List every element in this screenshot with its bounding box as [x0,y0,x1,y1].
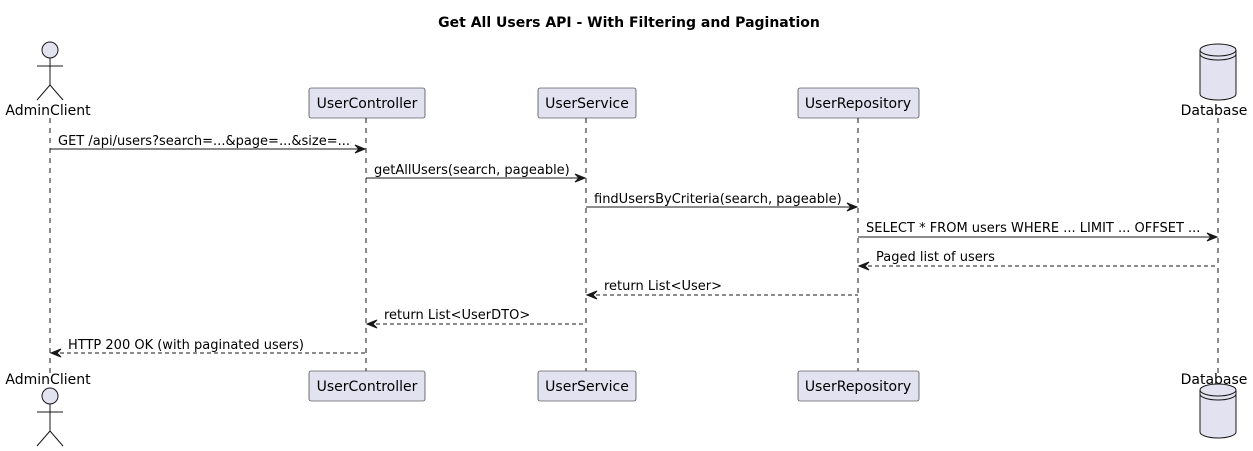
messages: GET /api/users?search=...&page=...&size=… [49,134,1219,358]
message-label: getAllUsers(search, pageable) [374,163,570,178]
arrow-left-icon [49,348,62,358]
participant-box [308,87,426,119]
message-4: SELECT * FROM users WHERE ... LIMIT ... … [858,221,1219,242]
database-bottom: Database [1181,372,1248,439]
actor-adminclient-top: AdminClient [5,41,91,119]
participant-userrepository-top: UserRepository [797,87,920,119]
participant-label-userrepository: UserRepository [805,96,911,112]
arrow-left-icon [365,319,378,329]
message-label: SELECT * FROM users WHERE ... LIMIT ... … [866,221,1200,236]
participant-userservice-top: UserService [537,87,637,119]
participant-userservice-bottom: UserService [537,370,637,402]
participant-label-userservice: UserService [545,379,629,395]
participant-label-usercontroller: UserController [317,96,418,112]
participant-label-adminclient: AdminClient [5,103,91,119]
message-1: GET /api/users?search=...&page=...&size=… [50,134,367,154]
diagram-title: Get All Users API - With Filtering and P… [438,15,820,31]
message-label: findUsersByCriteria(search, pageable) [594,192,842,207]
participant-box [537,87,637,119]
participant-box [797,87,920,119]
message-5: Paged list of users [857,250,1218,271]
arrow-left-icon [585,290,598,300]
message-8: HTTP 200 OK (with paginated users) [49,338,366,358]
participant-label-database: Database [1181,103,1248,119]
database-icon [1199,43,1237,101]
database-icon [1199,383,1237,439]
lifelines [49,118,1219,375]
message-label: GET /api/users?search=...&page=...&size=… [58,134,350,149]
arrow-right-icon [574,173,587,183]
actor-icon [36,387,64,447]
participant-label-database: Database [1181,372,1248,388]
message-label: Paged list of users [876,250,995,265]
participant-label-adminclient: AdminClient [5,372,91,388]
arrow-left-icon [857,261,870,271]
arrow-right-icon [1206,232,1219,242]
message-7: return List<UserDTO> [365,308,586,329]
actor-adminclient-bottom: AdminClient [5,372,91,447]
participant-label-userservice: UserService [545,96,629,112]
message-label: return List<UserDTO> [384,308,530,323]
participant-userrepository-bottom: UserRepository [797,370,920,402]
arrow-right-icon [354,144,367,154]
message-label: HTTP 200 OK (with paginated users) [68,338,304,353]
participant-label-usercontroller: UserController [317,379,418,395]
actor-icon [36,41,64,101]
participant-box [797,370,920,402]
database-top: Database [1181,43,1248,119]
message-6: return List<User> [585,279,858,300]
participant-usercontroller-top: UserController [308,87,426,119]
arrow-right-icon [846,202,859,212]
participant-box [537,370,637,402]
participants-bottom: AdminClient UserController UserService U… [5,370,1248,447]
message-label: return List<User> [604,279,722,294]
message-2: getAllUsers(search, pageable) [366,163,587,183]
participant-box [308,370,426,402]
participant-label-userrepository: UserRepository [805,379,911,395]
participant-usercontroller-bottom: UserController [308,370,426,402]
message-3: findUsersByCriteria(search, pageable) [586,192,859,212]
participants-top: AdminClient UserController UserService U… [5,41,1248,119]
